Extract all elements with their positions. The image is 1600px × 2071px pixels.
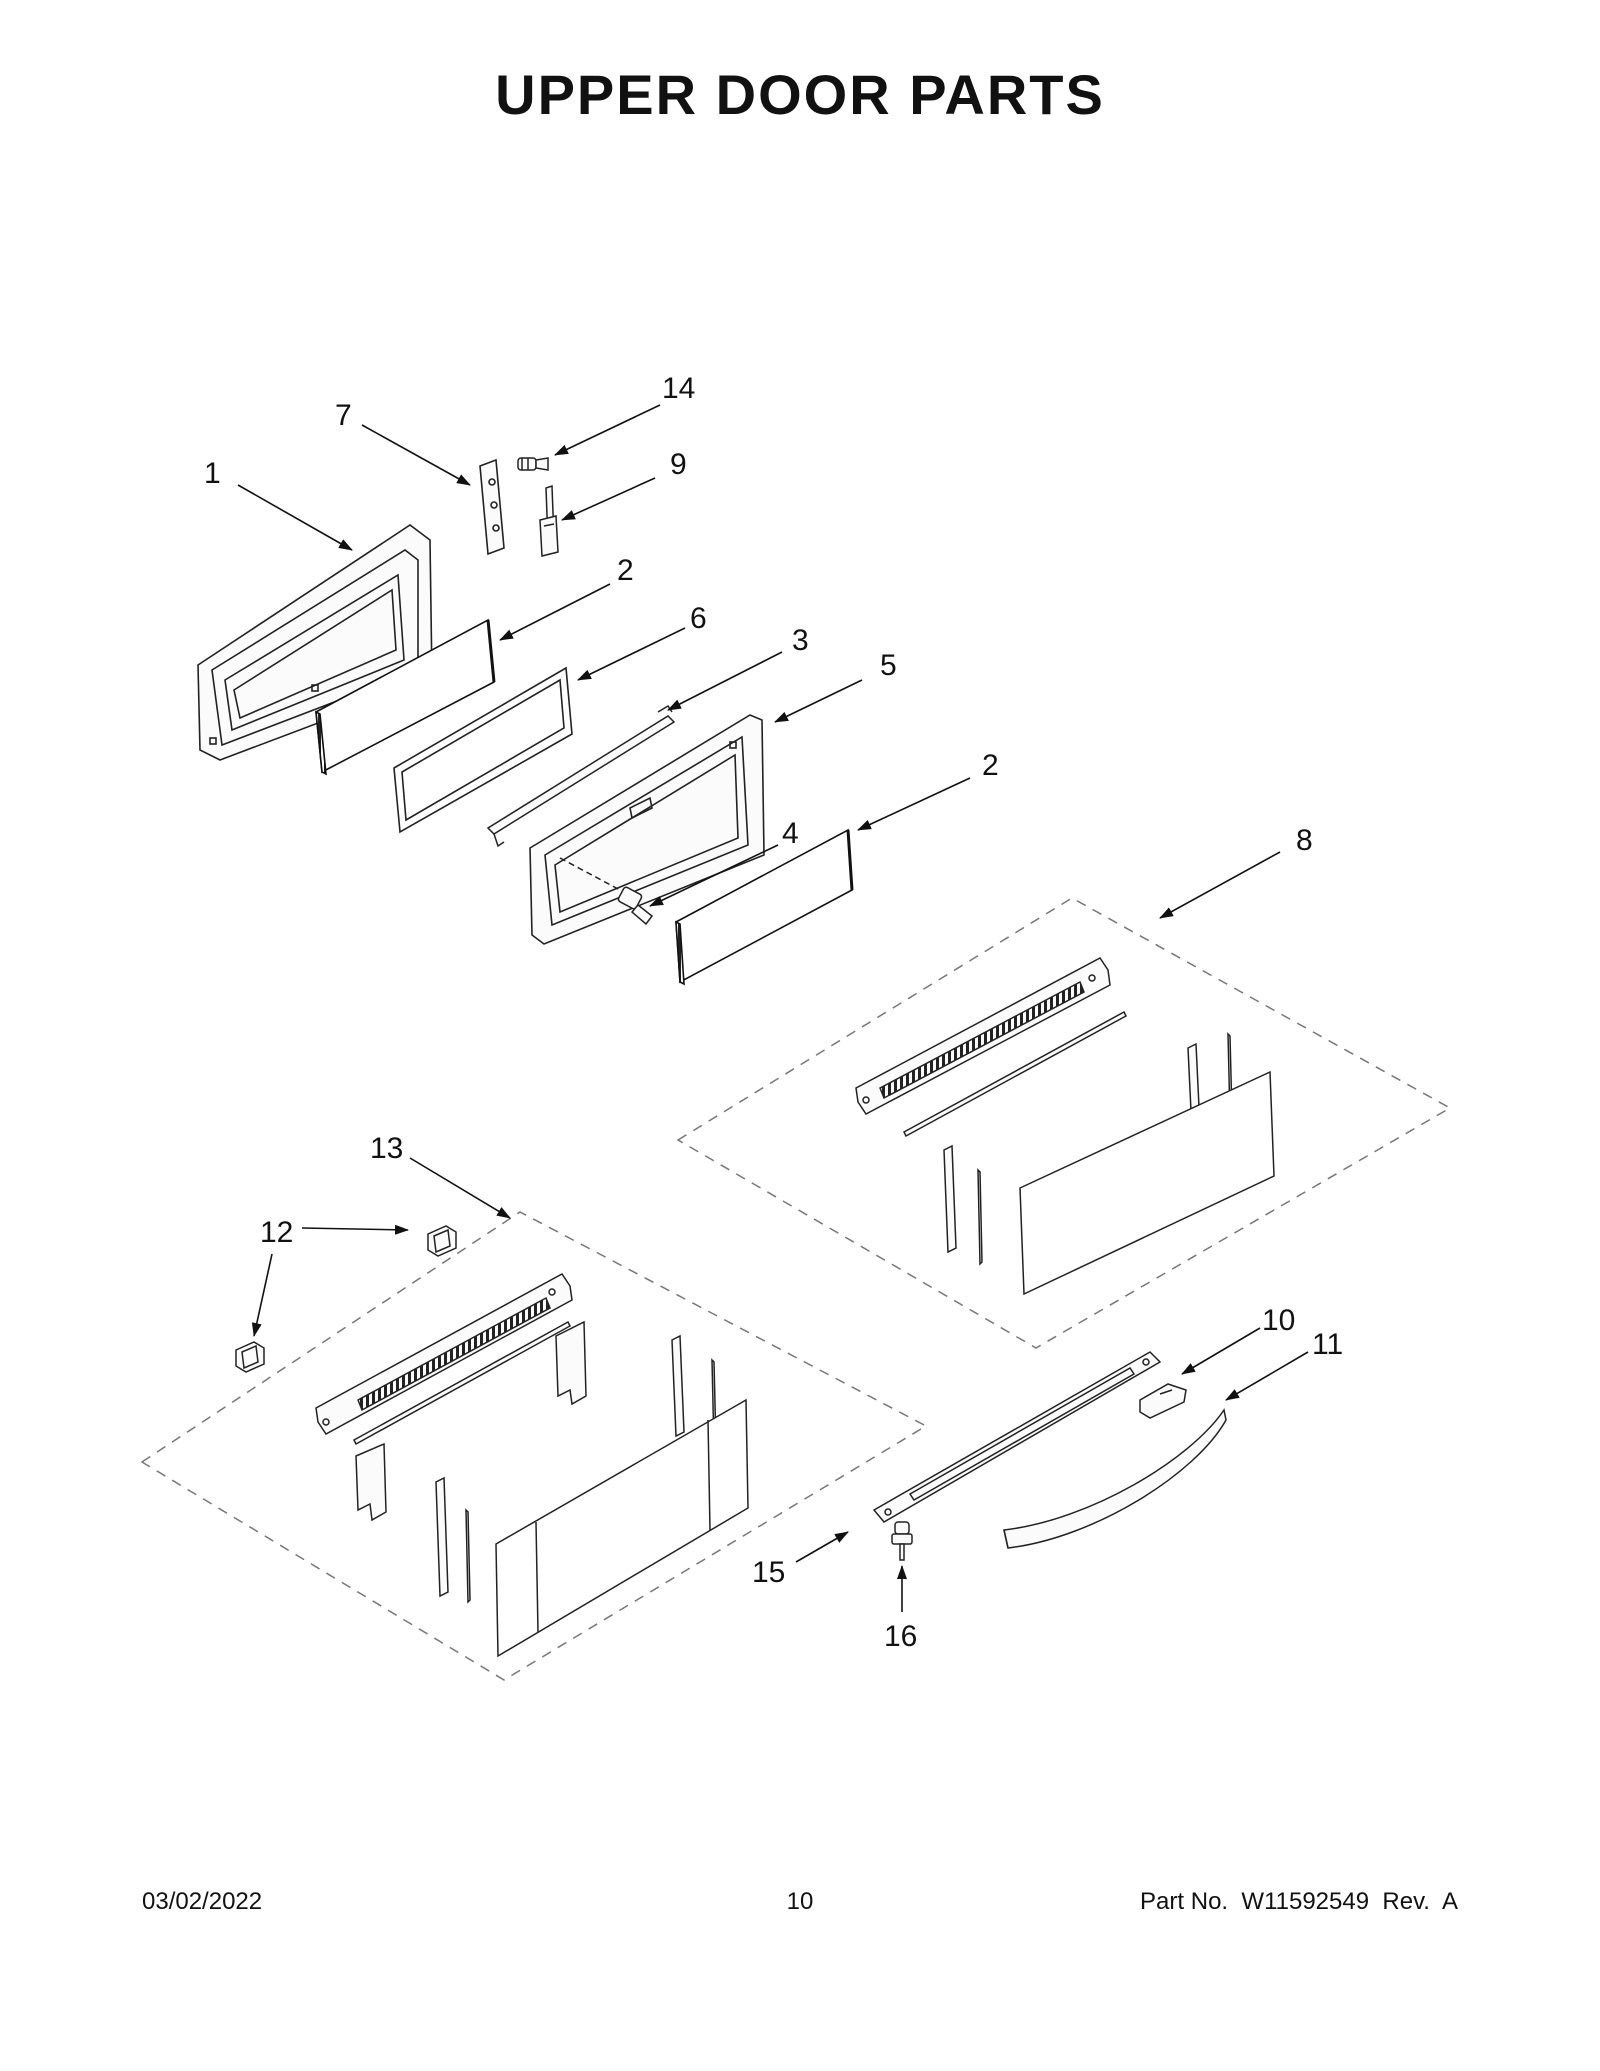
callout-12: 12	[260, 1216, 293, 1249]
callout-2-lower: 2	[982, 749, 999, 782]
callout-11: 11	[1312, 1328, 1343, 1361]
page-title: UPPER DOOR PARTS	[495, 63, 1105, 126]
part-hinge-receptacle	[479, 458, 505, 556]
callout-2-upper: 2	[617, 554, 634, 587]
footer-part-number: Part No. W11592549 Rev. A	[1140, 1888, 1458, 1915]
callout-13: 13	[370, 1132, 403, 1165]
part-end-cap-upper	[427, 1225, 457, 1257]
part-end-cap-lower	[235, 1341, 265, 1373]
part-glass-pane-lower	[675, 828, 854, 986]
part-door-hinge	[539, 484, 559, 557]
callout-16: 16	[884, 1620, 917, 1653]
footer-page-number: 10	[786, 1888, 814, 1915]
part-outer-door-frame	[529, 714, 765, 945]
callout-3: 3	[792, 624, 809, 657]
leader-lines	[237, 404, 1309, 1612]
part-handle-end-mount	[1139, 1383, 1187, 1419]
part-handle-trim-rail	[872, 1351, 1162, 1523]
callout-7: 7	[335, 399, 352, 432]
callout-9: 9	[670, 448, 687, 481]
part-door-gasket	[393, 666, 573, 834]
callout-1: 1	[204, 457, 221, 490]
callout-4: 4	[782, 817, 799, 850]
callout-labels: 1 7 14 9 2 6 3 5 2 4 8 13 12 10 11 15 16	[204, 372, 1343, 1653]
callout-14: 14	[662, 372, 695, 405]
callout-15: 15	[752, 1556, 785, 1589]
callout-6: 6	[690, 602, 707, 635]
callout-5: 5	[880, 649, 897, 682]
part-door-handle	[1003, 1408, 1227, 1549]
footer-date: 03/02/2022	[142, 1888, 263, 1915]
part-door-screw	[559, 857, 654, 926]
part-glass-pane-upper	[315, 618, 496, 776]
part-glass-retainer	[486, 704, 676, 848]
part-hinge-screw	[517, 457, 549, 471]
callout-8: 8	[1296, 824, 1313, 857]
callout-10: 10	[1262, 1304, 1295, 1337]
part-upper-door-assembly	[676, 897, 1452, 1349]
part-lower-door-assembly	[140, 1211, 928, 1681]
part-handle-screw	[891, 1521, 913, 1561]
